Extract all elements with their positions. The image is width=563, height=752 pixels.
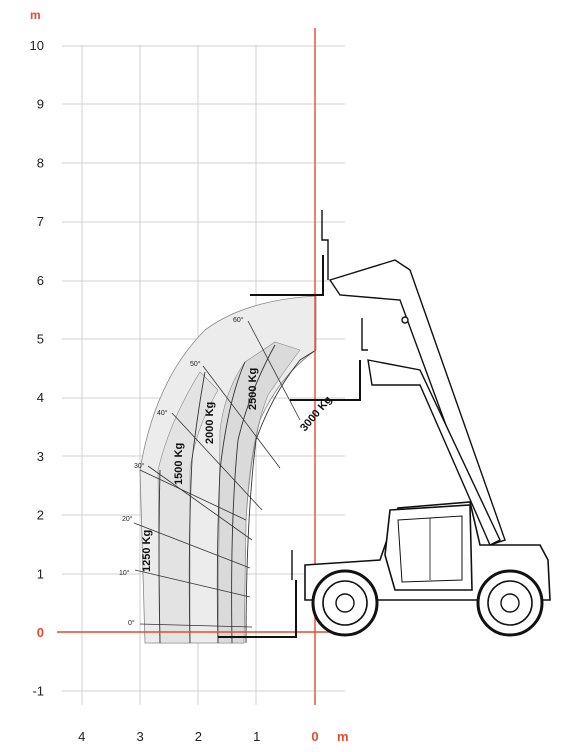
y-tick-label: 4 xyxy=(37,390,44,405)
y-tick-label: 1 xyxy=(37,566,44,581)
fork-mid xyxy=(290,360,361,401)
load-label: 1250 Kg xyxy=(141,530,153,572)
y-tick-label: 2 xyxy=(37,508,44,523)
y-tick-label: 3 xyxy=(37,449,44,464)
wheels xyxy=(311,569,544,637)
angle-label: 20° xyxy=(122,515,133,523)
load-label: 2500 Kg xyxy=(247,368,259,410)
angle-rays xyxy=(133,320,301,628)
fork-top xyxy=(250,255,324,296)
load-zones xyxy=(139,295,317,644)
curve-3000 xyxy=(245,349,317,644)
curve-2000 xyxy=(216,361,246,644)
x-tick-label: 0 xyxy=(311,729,318,744)
curve-1250 xyxy=(158,469,161,644)
y-tick-label: 5 xyxy=(37,332,44,347)
load-curves xyxy=(158,344,317,644)
zone-mid xyxy=(217,341,301,644)
x-unit-label: m xyxy=(337,729,349,744)
angle-label: 60° xyxy=(233,316,244,324)
y-tick-label: 9 xyxy=(37,97,44,112)
y-unit-label: m xyxy=(30,8,41,22)
x-tick-label: 2 xyxy=(195,729,202,744)
curve-2500 xyxy=(231,344,276,644)
angle-label: 50° xyxy=(190,360,201,368)
x-tick-label: 4 xyxy=(78,729,85,744)
angle-label: 0° xyxy=(128,619,135,627)
curve-1500 xyxy=(188,371,206,644)
telescopic-boom xyxy=(328,259,506,546)
angle-label: 10° xyxy=(119,569,130,577)
angle-labels: 0° 10° 20° 30° 40° 50° 60° xyxy=(119,316,244,627)
x-tick-label: 1 xyxy=(253,729,260,744)
telehandler-machine xyxy=(304,501,551,601)
y-tick-label: 0 xyxy=(37,625,44,640)
y-tick-label: 6 xyxy=(37,273,44,288)
angle-label: 40° xyxy=(157,409,168,417)
y-tick-label: 10 xyxy=(30,38,44,53)
y-tick-label: -1 xyxy=(32,684,44,699)
y-tick-label: 8 xyxy=(37,155,44,170)
fork-bottom xyxy=(218,580,297,638)
x-tick-label: 3 xyxy=(136,729,143,744)
y-tick-label: 7 xyxy=(37,214,44,229)
cab xyxy=(384,504,473,591)
load-label: 2000 Kg xyxy=(204,402,216,444)
rear-wheel xyxy=(476,569,544,637)
front-wheel xyxy=(311,569,379,637)
load-label: 1500 Kg xyxy=(173,443,185,485)
x-tick-labels: 4 3 2 1 0 xyxy=(78,729,318,744)
angle-label: 30° xyxy=(134,462,145,470)
forks xyxy=(218,210,368,638)
